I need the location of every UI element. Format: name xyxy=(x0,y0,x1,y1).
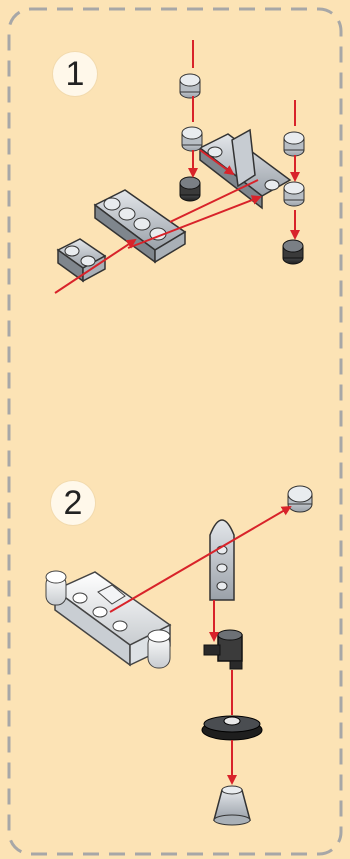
clip-plate-icon xyxy=(46,571,170,668)
round-cone-icon xyxy=(214,786,250,825)
dish-icon xyxy=(202,716,262,740)
round-tile-icon xyxy=(288,486,312,512)
bar-holder-icon xyxy=(204,630,242,669)
grille-slope-icon xyxy=(210,520,234,600)
